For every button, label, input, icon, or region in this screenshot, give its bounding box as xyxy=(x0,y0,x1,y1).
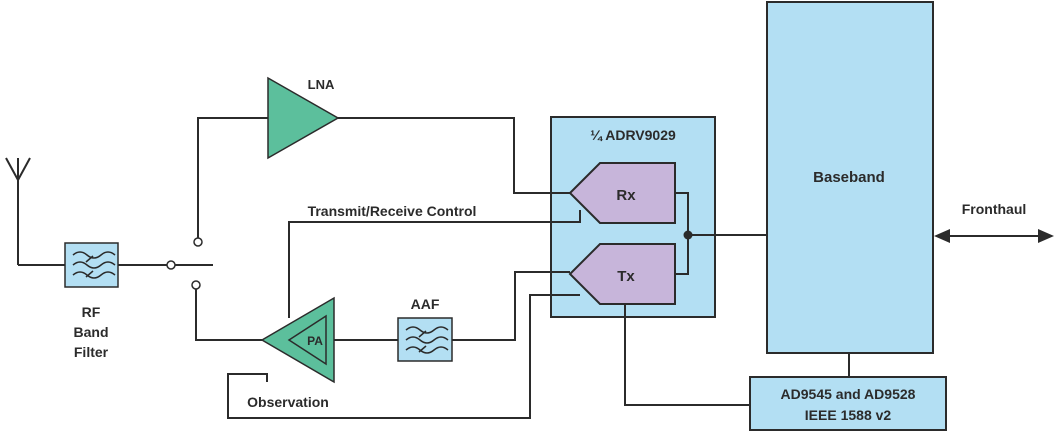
junction-dot xyxy=(683,230,693,240)
rf-filter-wave-icon xyxy=(72,251,116,279)
rx-label: Rx xyxy=(616,187,636,204)
aaf-label: AAF xyxy=(411,296,440,312)
wire-trx-control xyxy=(288,210,581,318)
wire-switch-lna xyxy=(197,117,268,238)
wire-observation xyxy=(227,294,580,419)
switch-rx-node xyxy=(193,237,203,247)
aaf-wave-icon xyxy=(405,326,449,354)
fronthaul-label: Fronthaul xyxy=(962,201,1027,217)
wire-tx-aaf xyxy=(452,271,570,341)
baseband-block xyxy=(766,1,934,354)
fronthaul-arrow-right-head xyxy=(1038,229,1054,243)
fronthaul-arrow-left-head xyxy=(934,229,950,243)
wire-tx-clock xyxy=(624,304,750,406)
clock-label-line2: IEEE 1588 v2 xyxy=(805,407,892,423)
rx-converter xyxy=(568,162,676,224)
antenna-icon xyxy=(5,157,31,265)
clock-label-line1: AD9545 and AD9528 xyxy=(781,386,916,402)
switch-tx-node xyxy=(191,280,201,290)
wire-lna-rx xyxy=(338,117,570,194)
lna-label: LNA xyxy=(308,77,335,92)
wire-pa-switch xyxy=(195,289,262,341)
adrv9029-label: ¼ ADRV9029 xyxy=(590,127,676,143)
observation-label: Observation xyxy=(247,394,329,410)
switch-common-node xyxy=(166,260,176,270)
trx-control-label: Transmit/Receive Control xyxy=(308,203,477,219)
tx-converter xyxy=(568,243,676,305)
pa-label: PA xyxy=(307,334,323,348)
lna-amplifier xyxy=(267,76,340,160)
pa-amplifier xyxy=(260,296,335,384)
rf-band-filter xyxy=(64,242,119,288)
baseband-label: Baseband xyxy=(813,169,885,186)
rf-filter-label-line2: Band xyxy=(74,324,109,340)
pa-inner-outline xyxy=(287,314,327,366)
rf-filter-label-line1: RF xyxy=(82,304,101,320)
rf-filter-label-line3: Filter xyxy=(74,344,109,360)
tx-label: Tx xyxy=(617,268,635,285)
